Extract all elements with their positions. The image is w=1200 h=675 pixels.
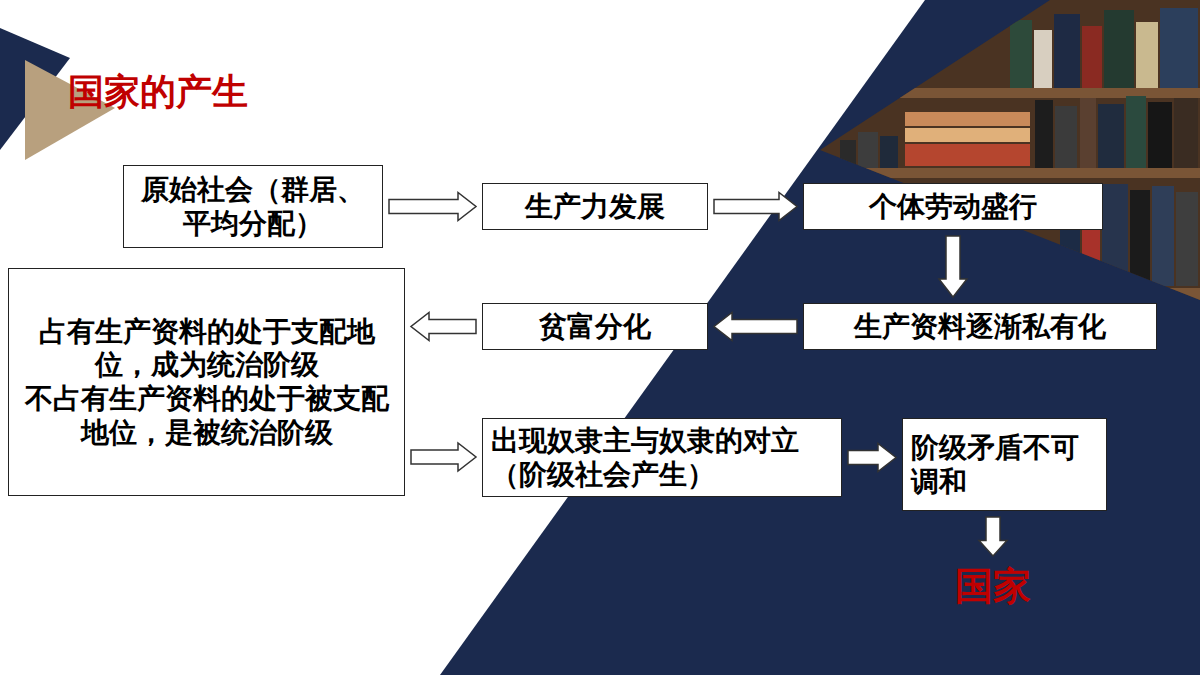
hollow-arrow bbox=[389, 193, 476, 221]
stage-box: 贫富分化 bbox=[482, 303, 708, 350]
stage-box: 原始社会（群居、平均分配） bbox=[123, 165, 383, 248]
stage-box: 出现奴隶主与奴隶的对立（阶级社会产生） bbox=[482, 418, 842, 497]
box-text: 原始社会（群居、平均分配） bbox=[132, 173, 374, 240]
hollow-arrow bbox=[411, 443, 476, 471]
result-label: 国家 bbox=[943, 562, 1043, 612]
hollow-arrow bbox=[714, 193, 797, 221]
stage-box: 生产力发展 bbox=[482, 183, 708, 230]
stage-box: 生产资料逐渐私有化 bbox=[803, 303, 1157, 350]
slide-title: 国家的产生 bbox=[68, 72, 248, 112]
box-text: 生产资料逐渐私有化 bbox=[812, 310, 1148, 344]
hollow-arrow bbox=[939, 236, 967, 297]
box-text: 占有生产资料的处于支配地位，成为统治阶级 bbox=[17, 315, 396, 382]
box-text: 生产力发展 bbox=[491, 190, 699, 224]
stage-box: 阶级矛盾不可调和 bbox=[902, 418, 1107, 511]
navy-diagonal-band bbox=[440, 0, 1200, 675]
hollow-arrow bbox=[411, 313, 476, 341]
hollow-arrow bbox=[714, 313, 797, 341]
box-text: 国家 bbox=[943, 564, 1043, 610]
box-text: 阶级矛盾不可调和 bbox=[911, 431, 1098, 498]
hollow-arrow bbox=[979, 517, 1007, 556]
bookshelf-picture bbox=[800, 0, 1200, 300]
box-text: 个体劳动盛行 bbox=[812, 190, 1094, 224]
box-text: 出现奴隶主与奴隶的对立（阶级社会产生） bbox=[491, 424, 833, 491]
box-text: 不占有生产资料的处于被支配地位，是被统治阶级 bbox=[17, 382, 396, 449]
hollow-arrow bbox=[848, 444, 896, 472]
class-box: 占有生产资料的处于支配地位，成为统治阶级不占有生产资料的处于被支配地位，是被统治… bbox=[8, 268, 405, 496]
box-text: 贫富分化 bbox=[491, 310, 699, 344]
stage-box: 个体劳动盛行 bbox=[803, 183, 1103, 230]
